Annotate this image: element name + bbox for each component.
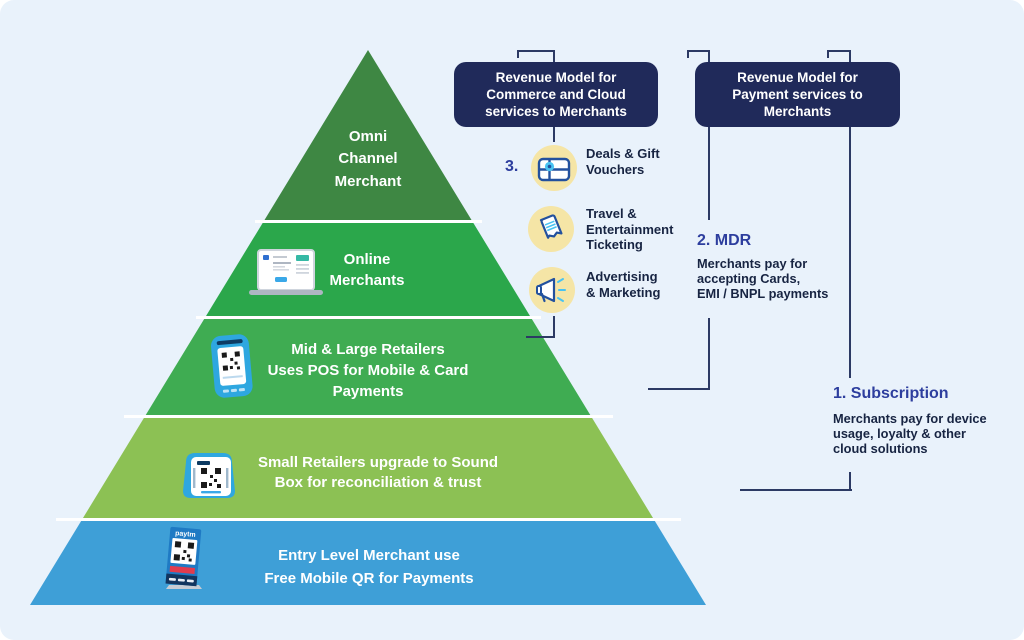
commerce-number: 3.: [505, 158, 519, 175]
advertising-label: Advertising & Marketing: [586, 269, 661, 300]
tier-divider: [196, 316, 541, 319]
deals-gift-icon-circle: [531, 145, 577, 191]
deals-gift-label: Deals & Gift Vouchers: [586, 146, 660, 177]
commerce-to-pyramid-stem: [553, 316, 555, 338]
bracket-commerce-tick: [517, 50, 519, 58]
bracket-mdr-arm: [648, 388, 710, 390]
tier-entry-level: [30, 520, 706, 605]
tier-divider: [124, 415, 613, 418]
gift-icon: [537, 157, 571, 182]
tier-mid-large-label: Mid & Large Retailers Uses POS for Mobil…: [267, 341, 469, 400]
revenue-box-commerce-line: Commerce and Cloud: [486, 87, 626, 102]
revenue-box-payment: Revenue Model for Payment services to Me…: [695, 62, 900, 127]
bracket-subscription-tick: [827, 50, 829, 58]
bracket-payment-tick: [687, 50, 689, 58]
revenue-box-commerce-line: services to Merchants: [485, 104, 627, 119]
tier-small-retailers: [30, 417, 706, 520]
pos-device-icon: [206, 331, 258, 406]
mdr-description: Merchants pay for accepting Cards, EMI /…: [697, 256, 829, 301]
commerce-to-pyramid-arm: [526, 336, 555, 338]
subscription-bottom-arm: [740, 489, 852, 491]
subscription-title: 1. Subscription: [833, 385, 949, 402]
mdr-title: 2. MDR: [697, 232, 752, 249]
tier-divider: [56, 518, 681, 521]
tier-online-label: Online Merchants: [329, 251, 405, 289]
bracket-payment-top: [687, 50, 710, 52]
revenue-box-commerce: Revenue Model for Commerce and Cloud ser…: [454, 62, 658, 127]
bracket-subscription-stem: [849, 50, 851, 378]
tier-divider: [255, 220, 482, 223]
ticket-icon: [539, 214, 563, 239]
qr-standee-icon: paytm: [153, 526, 217, 597]
tier-small-label: Small Retailers upgrade to Sound Box for…: [257, 454, 499, 491]
standee-brand-text: paytm: [175, 530, 196, 539]
bracket-subscription-top: [827, 50, 851, 52]
tier-omni-label: Omni Channel Merchant: [334, 128, 402, 190]
laptop-icon: [249, 249, 323, 302]
bracket-commerce-top: [517, 50, 555, 52]
travel-ticketing-label: Travel & Entertainment Ticketing: [586, 206, 674, 252]
subscription-bottom-tick: [849, 472, 851, 491]
sound-box-icon: [176, 448, 242, 507]
tier-entry-label: Entry Level Merchant use Free Mobile QR …: [264, 547, 474, 587]
bracket-mdr-stem-upper: [708, 50, 710, 220]
travel-ticketing-icon-circle: [528, 206, 574, 252]
megaphone-icon: [536, 277, 566, 303]
revenue-box-payment-line: Payment services to: [732, 87, 863, 102]
revenue-box-commerce-line: Revenue Model for: [495, 70, 617, 85]
revenue-box-payment-line: Revenue Model for: [737, 70, 858, 85]
bracket-mdr-stem-lower: [708, 318, 710, 390]
subscription-description: Merchants pay for device usage, loyalty …: [833, 411, 987, 456]
revenue-box-payment-line: Merchants: [763, 104, 832, 119]
advertising-icon-circle: [529, 267, 575, 313]
